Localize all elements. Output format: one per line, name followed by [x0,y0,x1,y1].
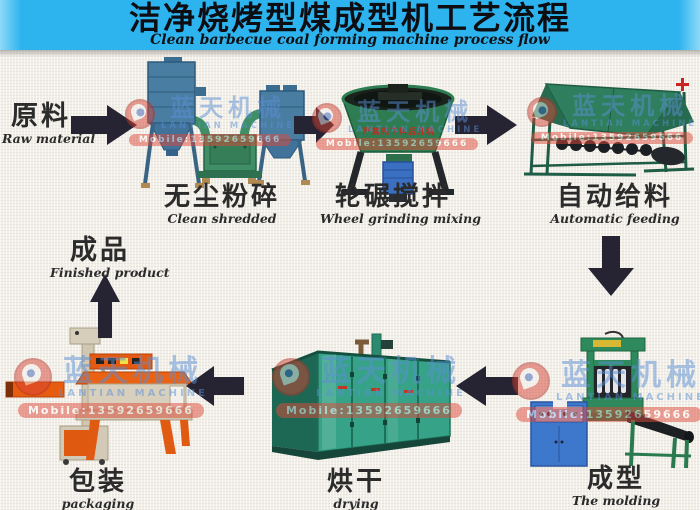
label-mixing-cn: 轮碾搅拌 [334,182,451,212]
flow-arrow-mixing-to-feeding [455,105,517,145]
label-molding: 成型 The molding [563,464,669,509]
label-finished-product-cn: 成品 [70,235,130,266]
label-feeding-cn: 自动给料 [556,182,673,212]
label-raw-material-cn: 原料 [11,101,71,132]
label-drying-cn: 烘干 [326,467,385,497]
label-raw-material: 原料 Raw material [2,101,96,147]
label-feeding-en: Automatic feeding [550,211,680,227]
flow-arrow-packaging-to-finished [90,274,120,338]
label-finished-product-en: Finished product [50,265,170,281]
poster-subtitle: Clean barbecue coal forming machine proc… [150,32,550,48]
label-mixing: 轮碾搅拌 Wheel grinding mixing [320,182,481,227]
drying-machine-image [260,332,458,462]
label-drying: 烘干 drying [306,467,406,510]
label-raw-material-en: Raw material [2,131,96,147]
flow-arrow-raw-to-crushing [71,105,137,145]
label-finished-product: 成品 Finished product [50,235,170,281]
label-crushing: 无尘粉碎 Clean shredded [142,182,302,227]
label-packaging: 包装 packaging [48,467,148,510]
mixer-pan-warning-text: 严禁先下料后开机 [363,127,435,136]
label-crushing-en: Clean shredded [167,211,277,227]
header-shadow-strip [0,50,700,57]
poster-title: 洁净烧烤型煤成型机工艺流程 [128,0,571,37]
feeder-machine-image [516,76,698,180]
flow-arrow-molding-to-drying [456,366,518,406]
label-feeding: 自动给料 Automatic feeding [542,182,688,227]
label-drying-en: drying [333,496,379,510]
label-molding-cn: 成型 [586,464,645,494]
header-banner: 洁净烧烤型煤成型机工艺流程 Clean barbecue coal formin… [0,0,700,50]
label-packaging-en: packaging [61,496,135,510]
packaging-machine-image [4,326,194,466]
label-molding-en: The molding [571,493,661,509]
label-packaging-cn: 包装 [68,467,127,497]
label-crushing-cn: 无尘粉碎 [163,182,280,212]
flow-arrow-feeding-to-molding [588,236,634,296]
flow-arrow-crushing-to-mixing [294,107,334,143]
flow-arrow-drying-to-packaging [186,366,244,406]
molding-machine-image [525,330,697,470]
label-mixing-en: Wheel grinding mixing [320,211,481,227]
